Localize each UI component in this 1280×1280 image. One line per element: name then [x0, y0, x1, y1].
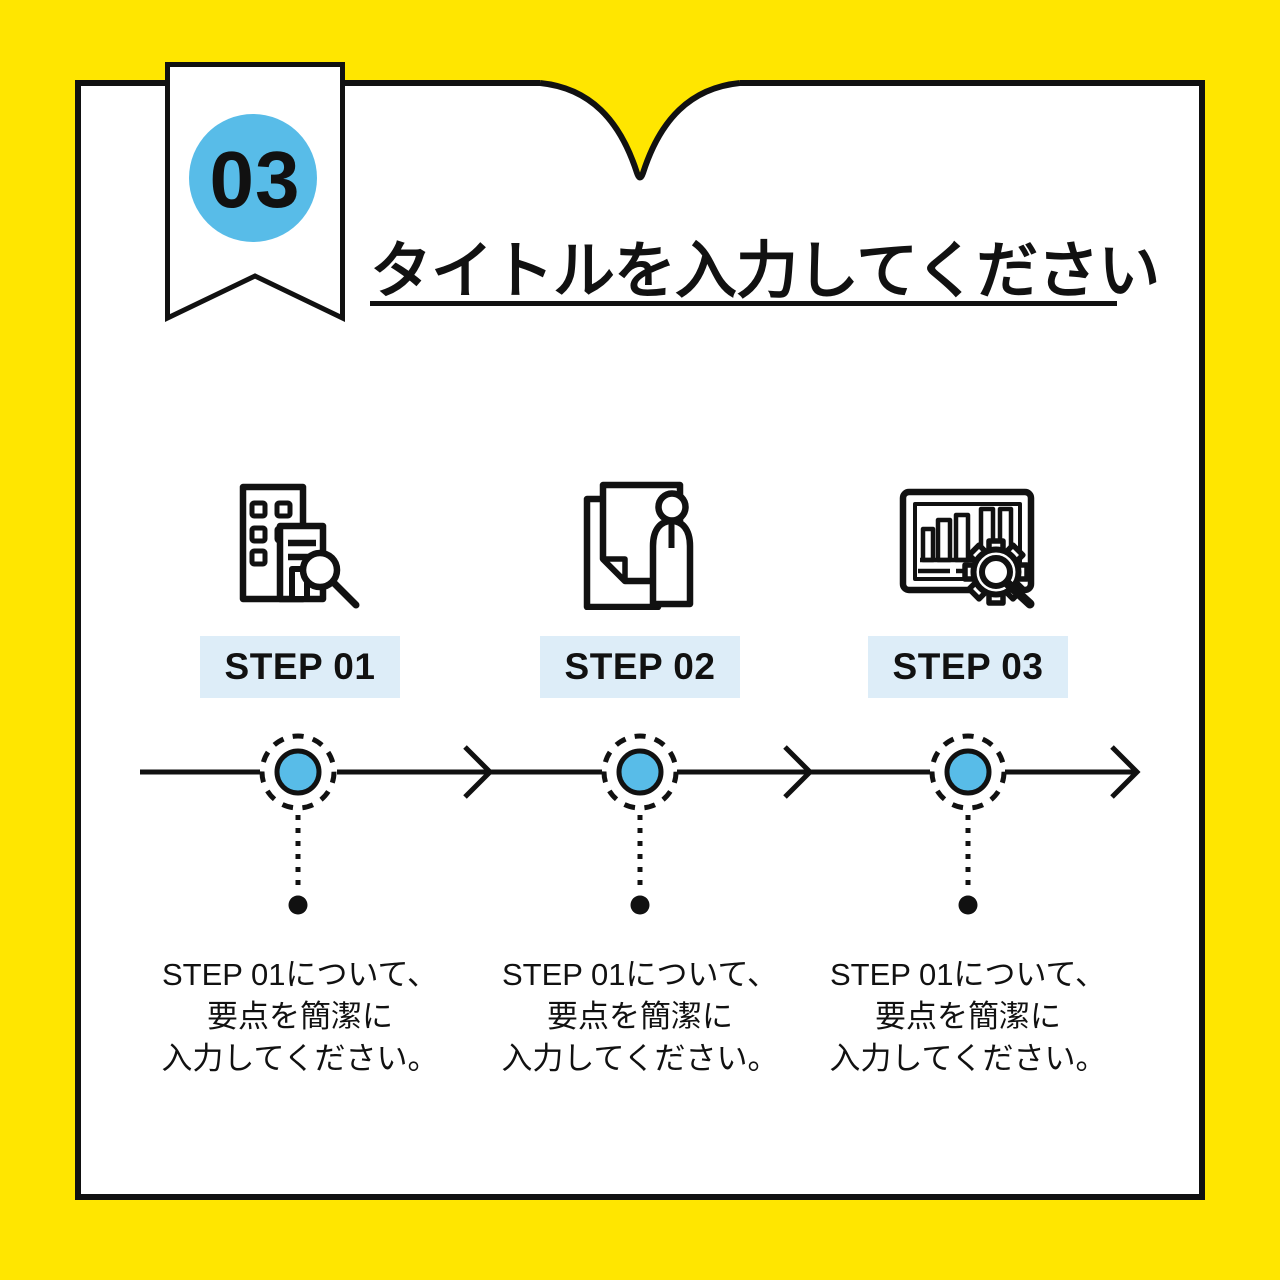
step-badge: STEP 02	[540, 636, 740, 698]
node-dot	[616, 748, 664, 796]
title-underline	[370, 301, 1117, 306]
node-dot	[274, 748, 322, 796]
step-column-1: STEP 01 STEP 01について、 要点を簡潔に 入力してください。	[130, 470, 470, 1080]
step-column-2: STEP 02 STEP 01について、 要点を簡潔に 入力してください。	[470, 470, 810, 1080]
arrow-icon	[1110, 745, 1141, 799]
arrow-icon	[783, 745, 814, 799]
number-circle	[189, 114, 317, 242]
step-description: STEP 01について、 要点を簡潔に 入力してください。	[161, 957, 439, 1076]
document-person-icon	[565, 470, 715, 614]
ribbon-bookmark: 03	[165, 62, 345, 324]
step-description: STEP 01について、 要点を簡潔に 入力してください。	[501, 957, 779, 1076]
node-dot	[944, 748, 992, 796]
step-badge: STEP 03	[868, 636, 1068, 698]
building-search-icon	[225, 470, 375, 614]
chart-gear-icon	[893, 470, 1043, 614]
ribbon-number: 03	[209, 135, 301, 224]
timeline	[140, 733, 1141, 915]
step-column-3: STEP 03 STEP 01について、 要点を簡潔に 入力してください。	[798, 470, 1138, 1080]
timeline-node-3	[929, 733, 1007, 915]
ribbon-shape	[165, 62, 345, 322]
step-badge: STEP 01	[200, 636, 400, 698]
step-description: STEP 01について、 要点を簡潔に 入力してください。	[829, 957, 1107, 1076]
timeline-node-1	[259, 733, 337, 915]
page-title: タイトルを入力してください	[370, 237, 1160, 306]
timeline-node-2	[601, 733, 679, 915]
arrow-icon	[463, 745, 494, 799]
card-top-notch	[540, 74, 740, 181]
